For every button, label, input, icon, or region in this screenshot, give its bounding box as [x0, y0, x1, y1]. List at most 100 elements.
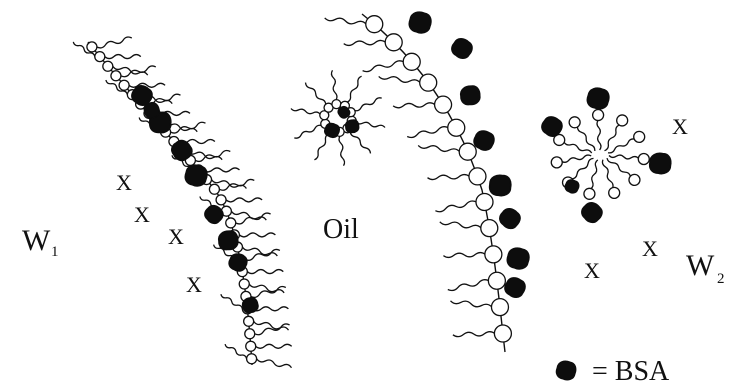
surfactant-tail [356, 122, 385, 128]
surfactant-head [366, 16, 383, 33]
surfactant-tail [418, 145, 460, 151]
oil-label: Oil [323, 214, 359, 245]
surfactant-tail [339, 136, 345, 166]
surfactant-head [216, 195, 226, 205]
surfactant-head [491, 299, 508, 316]
surfactant-tail [239, 233, 275, 237]
surfactant-head [481, 220, 498, 237]
surfactant-tail [393, 103, 435, 108]
surfactant-tail [591, 160, 598, 189]
surfactant-tail [428, 175, 470, 180]
surfactant-head [638, 153, 649, 164]
surfactant-tail [407, 127, 448, 138]
surfactant-head [111, 71, 121, 81]
surfactant-head [420, 74, 437, 91]
x-marker: X [186, 272, 202, 297]
surfactant-tail [255, 324, 290, 335]
surfactant-tail [597, 120, 601, 150]
x-marker: X [672, 114, 688, 139]
bsa-molecule [202, 203, 226, 227]
bsa-molecule [409, 12, 431, 33]
surfactant-tail [577, 126, 594, 150]
surfactant-tail [256, 344, 292, 348]
bsa-molecule [507, 248, 529, 269]
surfactant-tail [451, 301, 493, 307]
surfactant-tail [608, 139, 635, 153]
surfactant-tail [453, 332, 495, 337]
surfactant-tail [363, 61, 404, 72]
w1-label: W 1 [22, 224, 59, 260]
surfactant-tail [105, 55, 141, 59]
surfactant-head [469, 168, 486, 185]
surfactant-tail [562, 155, 592, 162]
surfactant-tail [347, 76, 362, 102]
w1-label-main: W [22, 224, 51, 257]
surfactant-head [488, 272, 505, 289]
surfactant-tail [306, 83, 326, 105]
bsa-molecule [503, 276, 527, 299]
surfactant-head [332, 100, 341, 109]
x-marker: X [168, 224, 184, 249]
surfactant-head [634, 131, 645, 142]
surfactant-tail [379, 76, 421, 82]
bsa-molecule [648, 151, 673, 175]
x-marker: X [584, 258, 600, 283]
surfactant-tail [572, 158, 594, 179]
surfactant-tail [231, 211, 266, 220]
surfactant-tail [440, 222, 482, 228]
surfactant-tail [257, 359, 292, 368]
w2-label: W 2 [686, 249, 725, 287]
surfactant-head [247, 354, 257, 364]
surfactant-head [551, 157, 562, 168]
x-marker: X [116, 170, 132, 195]
surfactant-tail [344, 40, 386, 45]
surfactant-head [459, 143, 476, 160]
bsa-molecule [449, 36, 474, 60]
surfactant-head [95, 52, 105, 62]
surfactant-head [617, 115, 628, 126]
surfactant-head [403, 53, 420, 70]
surfactant-tail [314, 134, 329, 160]
surfactant-head [245, 329, 255, 339]
surfactant-tail [354, 98, 381, 111]
surfactant-head [385, 34, 402, 51]
legend: = BSA [556, 356, 670, 386]
surfactant-head [448, 119, 465, 136]
surfactant-head [244, 316, 254, 326]
x-marker: X [642, 236, 658, 261]
surfactant-tail [331, 70, 337, 100]
bsa-molecule [497, 206, 523, 231]
surfactant-head [569, 117, 580, 128]
surfactant-head [435, 96, 452, 113]
surfactant-tail [247, 270, 283, 274]
surfactant-head [629, 174, 640, 185]
bsa-molecule [488, 173, 513, 197]
surfactant-tail [602, 160, 613, 188]
surfactant-tail [443, 253, 485, 258]
x-marker: X [134, 202, 150, 227]
surfactant-head [609, 187, 620, 198]
right-interface [325, 12, 529, 352]
surfactant-head [494, 325, 511, 342]
surfactant-tail [129, 83, 165, 87]
oil-micelle [291, 70, 385, 165]
surfactant-head [87, 42, 97, 52]
surfactant-tail [325, 18, 367, 24]
surfactant-head [239, 279, 249, 289]
w2-label-main: W [686, 249, 715, 282]
left-interface-line [88, 42, 252, 365]
surfactant-tail [609, 155, 639, 159]
surfactant-tail [350, 131, 370, 153]
surfactant-tail [245, 249, 280, 260]
surfactant-head [476, 193, 493, 210]
surfactant-head [584, 188, 595, 199]
w1-label-sub: 1 [51, 244, 59, 260]
surfactant-head [226, 218, 236, 228]
surfactant-tail [291, 109, 320, 115]
w2-label-sub: 2 [717, 271, 725, 287]
w2-micelle [539, 88, 672, 225]
surfactant-tail [251, 286, 286, 297]
